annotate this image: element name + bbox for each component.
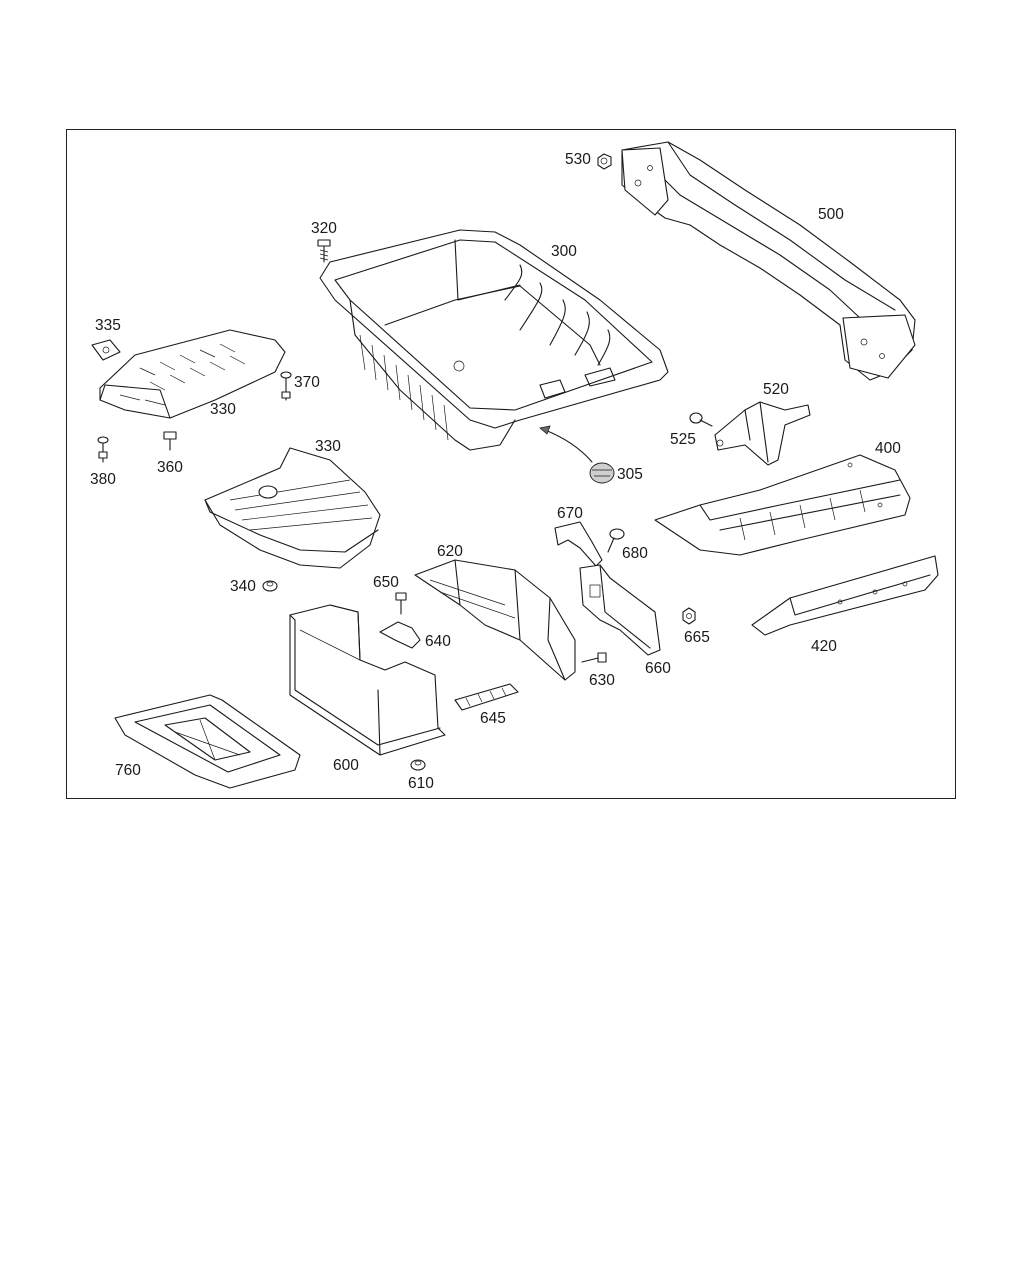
part-645-strip: [454, 683, 519, 711]
label-520: 520: [763, 381, 789, 398]
part-380-pin: [97, 436, 109, 463]
part-330-lower-panel: [204, 447, 381, 569]
part-600-battery-box: [289, 604, 446, 756]
part-760-base-plate: [114, 694, 301, 789]
label-760: 760: [115, 762, 141, 779]
part-330-upper-panel: [99, 329, 286, 419]
part-525-bolt: [689, 412, 713, 427]
label-330-upper: 330: [210, 401, 236, 418]
part-420-rail: [751, 555, 939, 636]
label-500: 500: [818, 206, 844, 223]
part-530-nut: [597, 153, 612, 170]
part-400-floor-panel: [654, 454, 911, 556]
label-320: 320: [311, 220, 337, 237]
label-300: 300: [551, 243, 577, 260]
label-665: 665: [684, 629, 710, 646]
part-670-bracket: [554, 521, 603, 567]
part-305-plug: [539, 425, 615, 484]
label-305: 305: [617, 466, 643, 483]
label-370: 370: [294, 374, 320, 391]
label-360: 360: [157, 459, 183, 476]
label-400: 400: [875, 440, 901, 457]
part-665-nut: [682, 607, 696, 625]
label-600: 600: [333, 757, 359, 774]
label-680: 680: [622, 545, 648, 562]
label-330-lower: 330: [315, 438, 341, 455]
label-530: 530: [565, 151, 591, 168]
part-620-tray: [414, 559, 576, 681]
part-660-carrier: [579, 564, 661, 656]
part-500-cross-member: [621, 141, 916, 381]
label-380: 380: [90, 471, 116, 488]
part-610-nut: [410, 759, 426, 771]
part-630-bolt: [581, 652, 607, 663]
part-360-screw: [163, 431, 177, 451]
label-525: 525: [670, 431, 696, 448]
part-340-nut: [262, 580, 278, 592]
label-660: 660: [645, 660, 671, 677]
label-630: 630: [589, 672, 615, 689]
label-670: 670: [557, 505, 583, 522]
part-520-bracket: [714, 401, 811, 466]
part-320-bolt: [317, 239, 331, 263]
label-340: 340: [230, 578, 256, 595]
part-370-pin: [280, 371, 292, 401]
part-680-bolt: [607, 528, 625, 553]
part-640-clamp: [379, 621, 421, 649]
part-335-clip: [91, 339, 121, 361]
label-420: 420: [811, 638, 837, 655]
part-300-wheel-well: [319, 229, 669, 451]
diagram-frame: [66, 129, 956, 799]
label-610: 610: [408, 775, 434, 792]
label-640: 640: [425, 633, 451, 650]
label-620: 620: [437, 543, 463, 560]
label-645: 645: [480, 710, 506, 727]
part-650-bolt: [395, 592, 407, 615]
label-335: 335: [95, 317, 121, 334]
label-650: 650: [373, 574, 399, 591]
